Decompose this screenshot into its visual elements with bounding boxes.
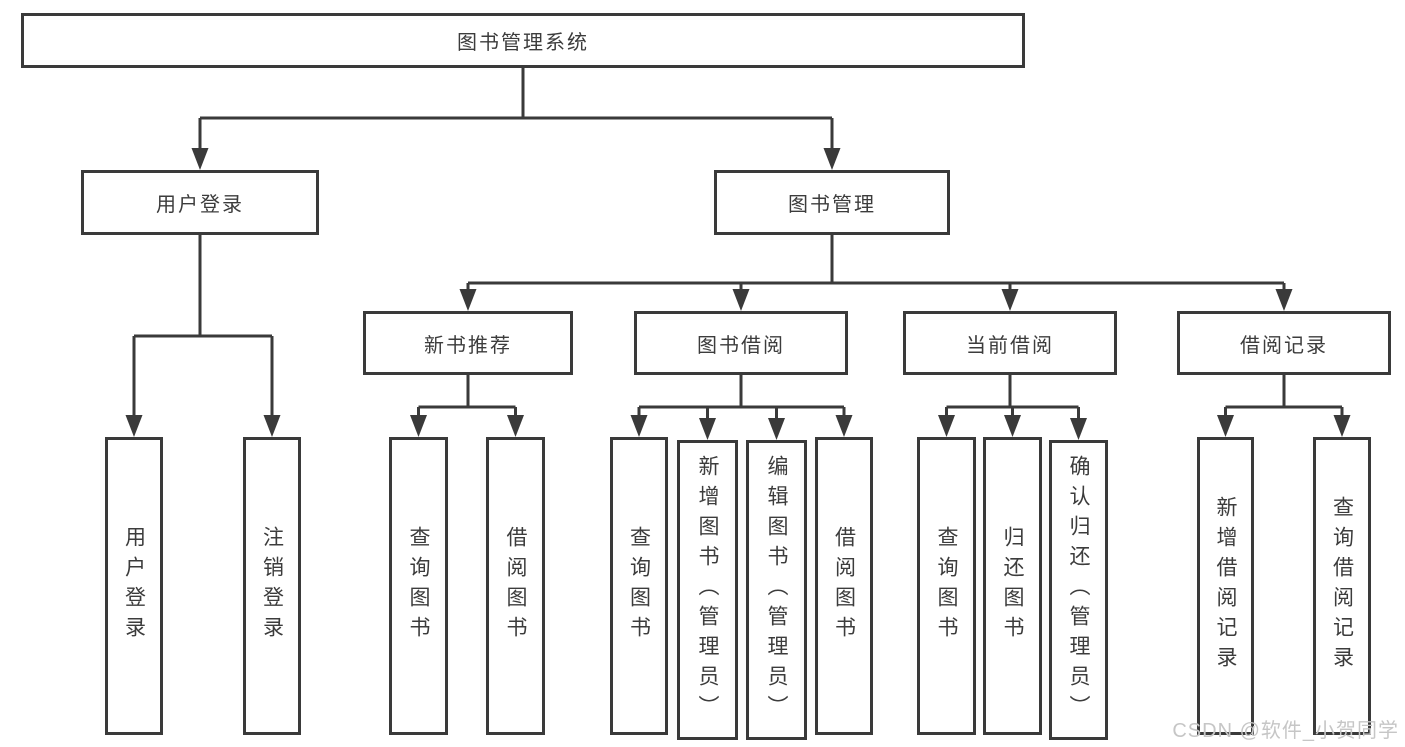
leaf-label: 用户登录 xyxy=(122,526,146,646)
connector-new-book-recommendation xyxy=(410,375,524,437)
leaf-label: 查询图书 xyxy=(407,526,431,646)
leaf-user-login: 用户登录 xyxy=(105,437,163,735)
connector-borrowing-records xyxy=(1217,375,1351,437)
leaf-label: 新增图书（管理员） xyxy=(696,455,720,725)
leaf-logout: 注销登录 xyxy=(243,437,301,735)
node-label: 新书推荐 xyxy=(424,334,512,357)
node-book-management: 图书管理 xyxy=(714,170,950,235)
connector-book-management-branch xyxy=(459,235,1293,311)
leaf-query-books: 查询图书 xyxy=(610,437,668,735)
node-label: 借阅记录 xyxy=(1240,334,1328,357)
connector-book-borrowing xyxy=(630,375,853,440)
watermark: CSDN @软件_小贺同学 xyxy=(1172,720,1399,742)
node-label: 图书管理 xyxy=(788,194,876,216)
leaf-add-borrow-record: 新增借阅记录 xyxy=(1197,437,1254,735)
leaf-label: 借阅图书 xyxy=(832,526,856,646)
node-label: 图书管理系统 xyxy=(457,32,589,54)
leaf-label: 查询图书 xyxy=(935,526,959,646)
node-book-borrowing: 图书借阅 xyxy=(634,311,848,375)
leaf-label: 归还图书 xyxy=(1001,526,1025,646)
leaf-label: 查询借阅记录 xyxy=(1330,496,1354,676)
leaf-confirm-return-admin: 确认归还（管理员） xyxy=(1049,440,1108,740)
node-borrowing-records: 借阅记录 xyxy=(1177,311,1391,375)
leaf-query-borrow-record: 查询借阅记录 xyxy=(1313,437,1371,735)
node-current-borrowing: 当前借阅 xyxy=(903,311,1117,375)
leaf-label: 确认归还（管理员） xyxy=(1067,455,1091,725)
leaf-borrow-books: 借阅图书 xyxy=(815,437,873,735)
leaf-label: 编辑图书（管理员） xyxy=(765,455,789,725)
leaf-add-book-admin: 新增图书（管理员） xyxy=(677,440,738,740)
node-label: 图书借阅 xyxy=(697,334,785,357)
node-label: 当前借阅 xyxy=(966,334,1054,357)
connector-user-login-branch xyxy=(125,235,281,437)
leaf-query-books: 查询图书 xyxy=(389,437,448,735)
leaf-label: 借阅图书 xyxy=(504,526,528,646)
leaf-label: 查询图书 xyxy=(627,526,651,646)
leaf-query-books: 查询图书 xyxy=(917,437,976,735)
leaf-edit-book-admin: 编辑图书（管理员） xyxy=(746,440,807,740)
connector-root-to-level2 xyxy=(191,68,841,170)
connector-current-borrowing xyxy=(938,375,1087,440)
node-new-book-recommendation: 新书推荐 xyxy=(363,311,573,375)
node-library-management-system: 图书管理系统 xyxy=(21,13,1025,68)
node-label: 用户登录 xyxy=(156,194,244,216)
leaf-label: 注销登录 xyxy=(260,526,284,646)
leaf-borrow-books: 借阅图书 xyxy=(486,437,545,735)
node-user-login: 用户登录 xyxy=(81,170,319,235)
leaf-label: 新增借阅记录 xyxy=(1214,496,1238,676)
leaf-return-books: 归还图书 xyxy=(983,437,1042,735)
